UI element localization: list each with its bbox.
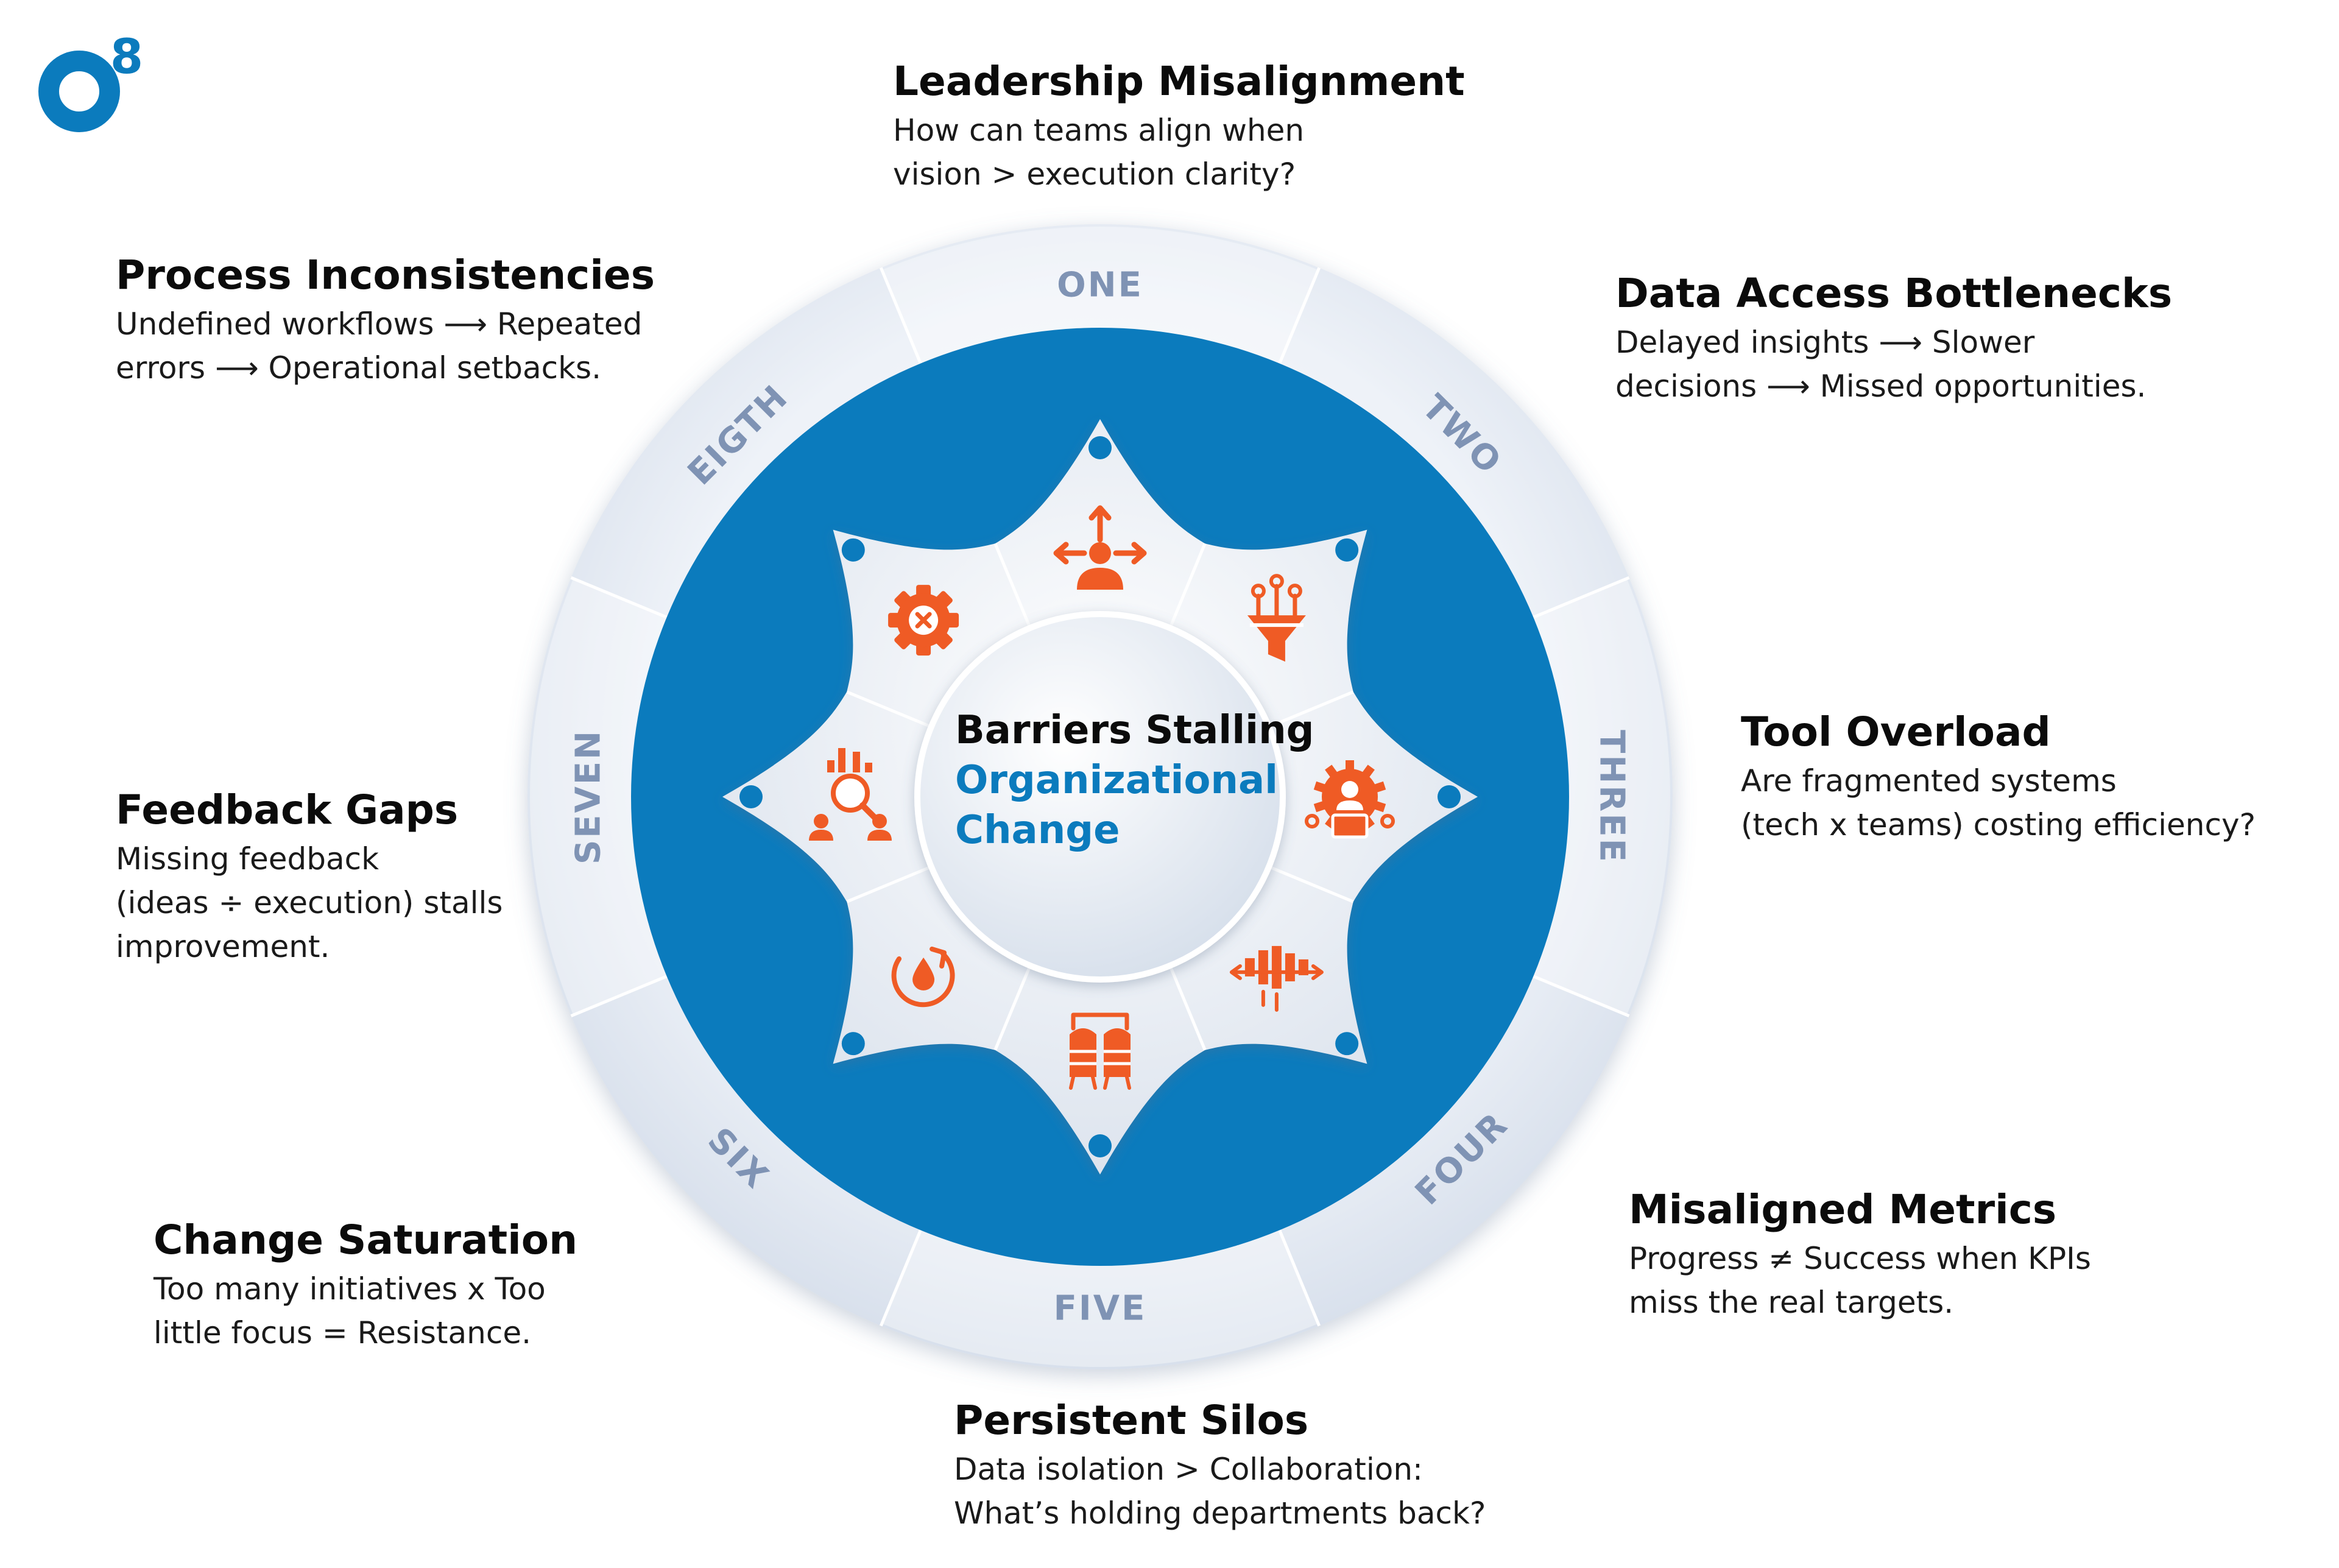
segment-dot bbox=[1088, 436, 1112, 459]
outer-ring-divider bbox=[570, 576, 668, 619]
process-gear-icon bbox=[888, 585, 959, 656]
star-divider bbox=[993, 543, 1032, 629]
callout-silos: Persistent Silos Data isolation > Collab… bbox=[954, 1396, 1486, 1535]
logo-ring bbox=[38, 51, 120, 132]
logo-superscript: 8 bbox=[110, 35, 143, 85]
outer-ring-divider bbox=[570, 975, 668, 1018]
center-title-line2: Organizational bbox=[955, 758, 1279, 803]
segment-dot bbox=[1335, 538, 1359, 562]
star-divider bbox=[846, 690, 932, 729]
star-divider bbox=[1168, 965, 1207, 1051]
callout-title: Tool Overload bbox=[1741, 708, 2051, 755]
segment-label-seven: SEVEN bbox=[569, 729, 609, 864]
callout-leadership: Leadership Misalignment How can teams al… bbox=[893, 57, 1465, 196]
outer-ring-segment bbox=[881, 1230, 1319, 1367]
star-divider bbox=[1268, 865, 1354, 903]
segment-dot bbox=[841, 1032, 865, 1056]
callout-feedback: Feedback Gaps Missing feedback (ideas ÷ … bbox=[116, 786, 503, 969]
callout-desc: How can teams align when vision > execut… bbox=[893, 113, 1305, 192]
segment-label-one: ONE bbox=[1057, 266, 1143, 305]
segment-icons bbox=[809, 505, 1395, 1090]
callout-title: Process Inconsistencies bbox=[116, 252, 655, 298]
outer-ring-segment bbox=[881, 227, 1319, 364]
callout-data-access: Data Access Bottlenecks Delayed insights… bbox=[1615, 269, 2172, 408]
callout-title: Misaligned Metrics bbox=[1629, 1186, 2057, 1233]
segment-dots bbox=[739, 436, 1461, 1157]
callout-desc: Missing feedback (ideas ÷ execution) sta… bbox=[116, 841, 503, 964]
callout-saturation: Change Saturation Too many initiatives x… bbox=[153, 1216, 577, 1355]
callout-title: Data Access Bottlenecks bbox=[1615, 270, 2173, 317]
center-title-line3: Change bbox=[955, 808, 1120, 853]
feedback-team-icon bbox=[809, 748, 892, 841]
star-divider bbox=[1268, 690, 1354, 729]
leader-arrows-icon bbox=[1053, 505, 1147, 590]
callout-desc: Data isolation > Collaboration: What’s h… bbox=[954, 1452, 1486, 1531]
segment-label-five: FIVE bbox=[1054, 1289, 1147, 1329]
segment-dot bbox=[1438, 785, 1461, 808]
center-title: Barriers Stalling Organizational Change bbox=[955, 705, 1314, 855]
center-hub bbox=[914, 611, 1286, 983]
change-cycle-icon bbox=[891, 946, 955, 1008]
callout-desc: Too many initiatives x Too little focus … bbox=[153, 1271, 546, 1351]
segment-label-three: THREE bbox=[1592, 730, 1632, 864]
callout-process: Process Inconsistencies Undefined workfl… bbox=[116, 251, 655, 390]
callout-desc: Are fragmented systems (tech x teams) co… bbox=[1741, 763, 2256, 842]
silo-tanks-icon bbox=[1069, 1012, 1131, 1090]
segment-dot bbox=[739, 785, 763, 808]
callout-title: Change Saturation bbox=[153, 1217, 578, 1263]
callout-title: Feedback Gaps bbox=[116, 786, 459, 833]
callout-title: Leadership Misalignment bbox=[893, 58, 1465, 105]
outer-ring-segment bbox=[1533, 578, 1670, 1015]
callout-metrics: Misaligned Metrics Progress ≠ Success wh… bbox=[1629, 1185, 2091, 1324]
star-divider bbox=[993, 965, 1032, 1051]
outer-ring-divider bbox=[1533, 576, 1630, 619]
segment-dot bbox=[1335, 1032, 1359, 1056]
tool-gear-network-icon bbox=[1305, 760, 1395, 839]
callout-desc: Undefined workflows ⟶ Repeated errors ⟶ … bbox=[116, 306, 643, 386]
outer-ring-divider bbox=[879, 267, 922, 364]
center-title-line1: Barriers Stalling bbox=[955, 708, 1314, 753]
metrics-bars-icon bbox=[1229, 945, 1324, 1012]
segment-dot bbox=[841, 538, 865, 562]
segment-dot bbox=[1088, 1134, 1112, 1157]
outer-ring-segment bbox=[530, 578, 667, 1015]
outer-ring-divider bbox=[1278, 267, 1321, 364]
outer-ring-divider bbox=[1533, 975, 1630, 1018]
callout-desc: Progress ≠ Success when KPIs miss the re… bbox=[1629, 1241, 2091, 1320]
callout-desc: Delayed insights ⟶ Slower decisions ⟶ Mi… bbox=[1615, 325, 2147, 404]
data-funnel-icon bbox=[1247, 574, 1306, 662]
outer-ring-divider bbox=[879, 1229, 922, 1327]
star-divider bbox=[846, 865, 932, 903]
brand-logo: 8 bbox=[38, 35, 143, 132]
outer-ring-divider bbox=[1278, 1229, 1321, 1327]
star-divider bbox=[1168, 543, 1207, 629]
callout-title: Persistent Silos bbox=[954, 1397, 1309, 1444]
callout-tool-overload: Tool Overload Are fragmented systems (te… bbox=[1741, 708, 2256, 847]
